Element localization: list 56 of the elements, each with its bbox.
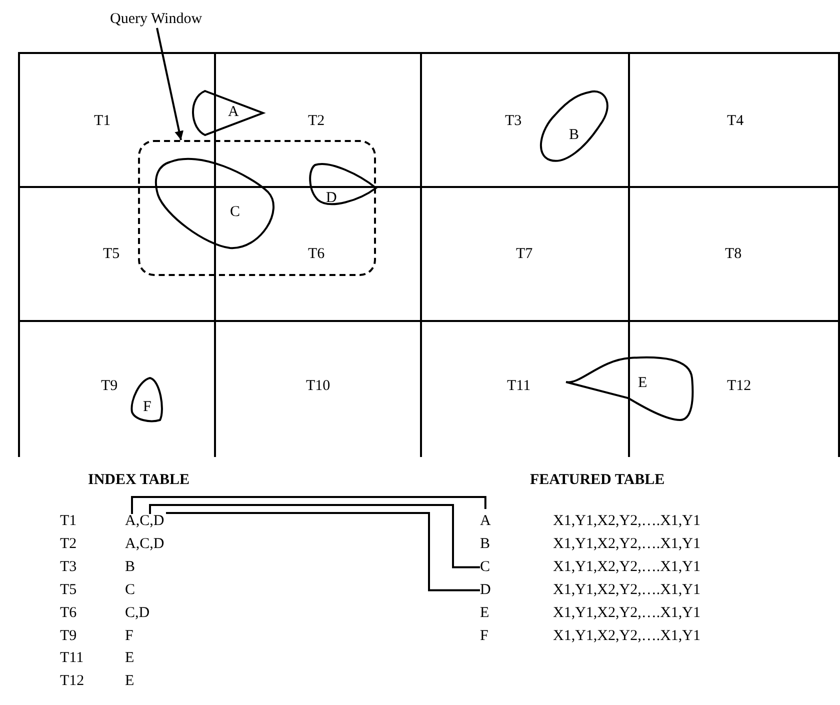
object-id: D	[480, 582, 491, 599]
region-label: C	[230, 204, 240, 221]
table-heading: FEATURED TABLE	[530, 472, 665, 489]
leader-line	[156, 28, 184, 140]
region-label: B	[569, 127, 580, 144]
object-list: F	[125, 628, 134, 644]
region-label: A	[228, 104, 239, 121]
connector-line	[131, 496, 486, 514]
coordinate-list: X1,Y1,X2,Y2,….X1,Y1	[553, 558, 700, 576]
tile-label: T8	[725, 246, 742, 263]
table-heading: INDEX TABLE	[88, 472, 190, 489]
region-label: F	[143, 399, 152, 416]
query-window-outline	[138, 140, 376, 276]
tile-id: T2	[60, 536, 77, 553]
tile-label: T4	[727, 113, 744, 130]
object-list: A,C,D	[125, 513, 164, 530]
tile-label: T9	[101, 378, 118, 395]
tile-label: T12	[727, 378, 752, 395]
grid-tile	[18, 52, 216, 188]
tile-label: T11	[507, 378, 531, 395]
tile-id: T9	[60, 628, 77, 644]
tile-id: T11	[60, 650, 84, 668]
coordinate-list: X1,Y1,X2,Y2,….X1,Y1	[553, 536, 700, 553]
tile-label: T5	[103, 246, 120, 263]
object-id: E	[480, 604, 490, 622]
tile-label: T3	[505, 113, 522, 130]
object-list: E	[125, 650, 134, 668]
tile-id: T5	[60, 582, 77, 599]
coordinate-list: X1,Y1,X2,Y2,….X1,Y1	[553, 628, 700, 644]
tile-label: T1	[94, 113, 111, 130]
tile-label: T7	[516, 246, 533, 263]
tile-label: T6	[308, 246, 325, 263]
coordinate-list: X1,Y1,X2,Y2,….X1,Y1	[553, 582, 700, 599]
callout-text: Query Window	[110, 11, 202, 28]
region-label: D	[326, 190, 337, 207]
tile-label: T10	[306, 378, 330, 395]
object-id: F	[480, 628, 488, 644]
grid-tile	[628, 52, 840, 188]
coordinate-list: X1,Y1,X2,Y2,….X1,Y1	[553, 604, 700, 622]
connector-line	[166, 512, 480, 592]
object-list: C,D	[125, 604, 150, 622]
tile-id: T12	[60, 673, 84, 690]
coordinate-list: X1,Y1,X2,Y2,….X1,Y1	[553, 513, 700, 530]
tile-id: T6	[60, 604, 77, 622]
object-id: A	[480, 513, 491, 530]
tile-label: T2	[308, 113, 325, 130]
object-list: B	[125, 558, 136, 576]
tile-id: T1	[60, 513, 77, 530]
tile-id: T3	[60, 558, 77, 576]
object-id: B	[480, 536, 490, 553]
object-id: C	[480, 558, 490, 576]
object-list: A,C,D	[125, 536, 164, 553]
object-list: E	[125, 673, 134, 690]
region-label: E	[638, 375, 648, 392]
connector-line	[149, 504, 480, 568]
object-list: C	[125, 582, 136, 599]
